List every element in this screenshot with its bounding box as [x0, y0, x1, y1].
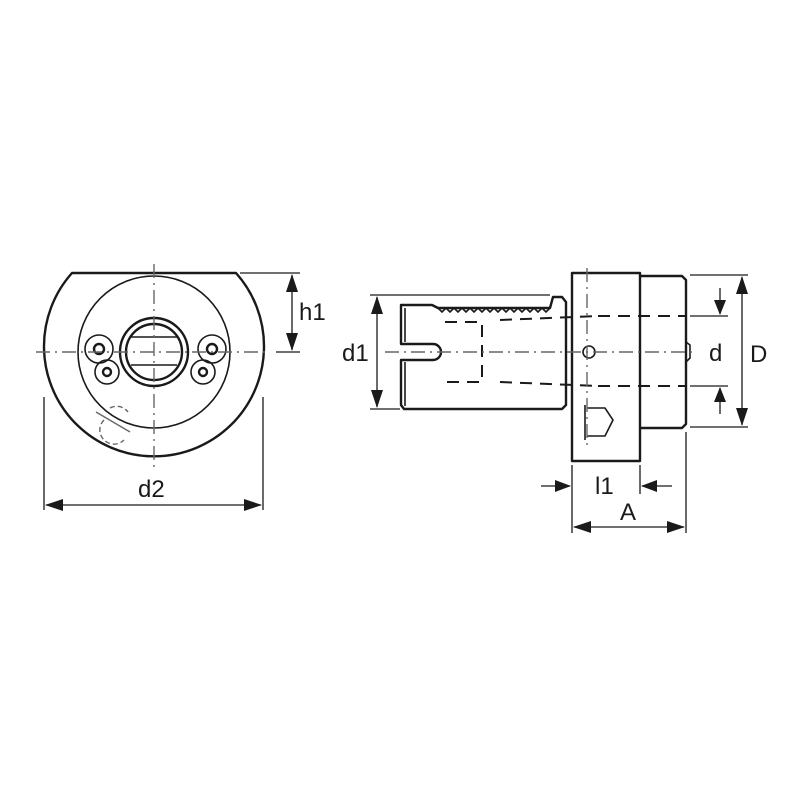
d1-label: d1 — [342, 340, 369, 367]
D-label: D — [750, 341, 767, 368]
d2-arrow-left — [45, 499, 63, 511]
A-arrow-left — [573, 521, 591, 533]
screw-left-lower — [94, 359, 120, 385]
hidden-hole-centerline — [95, 411, 131, 433]
d-arrow-top — [714, 300, 726, 315]
screw-right-upper-head — [205, 342, 219, 356]
h1-arrow-top — [286, 274, 298, 292]
d2-arrow-right — [244, 499, 262, 511]
d-label: d — [709, 340, 722, 367]
l1-arrow-right — [641, 480, 657, 492]
h1-label: h1 — [299, 299, 326, 326]
shank-thread — [437, 306, 551, 314]
D-arrow-bottom — [736, 408, 748, 426]
shank-contour — [399, 295, 568, 411]
A-label: A — [620, 499, 636, 526]
d1-arrow-top — [371, 296, 383, 314]
screw-left-upper — [84, 334, 114, 364]
h1-arrow-bottom — [286, 333, 298, 351]
screw-right-lower — [190, 359, 216, 385]
l1-arrow-left — [555, 480, 571, 492]
d1-arrow-bottom — [371, 390, 383, 408]
set-screw — [587, 407, 614, 437]
screw-left-upper-head — [92, 342, 106, 356]
screw-right-upper — [197, 334, 227, 364]
hidden-thread-hole — [99, 405, 129, 445]
screw-left-lower-head — [101, 366, 113, 378]
l1-label: l1 — [595, 473, 614, 500]
front-cylinder — [640, 274, 688, 430]
outer-contour — [42, 271, 266, 458]
A-arrow-right — [667, 521, 685, 533]
body-block — [570, 271, 642, 463]
screw-right-lower-head — [197, 366, 209, 378]
D-arrow-top — [736, 276, 748, 294]
shank-hidden-bore — [445, 315, 599, 387]
side-view: d1 d D l1 A — [342, 268, 767, 533]
front-view: h1 d2 — [36, 264, 326, 511]
d-arrow-bottom — [714, 387, 726, 402]
d2-label: d2 — [138, 476, 165, 503]
